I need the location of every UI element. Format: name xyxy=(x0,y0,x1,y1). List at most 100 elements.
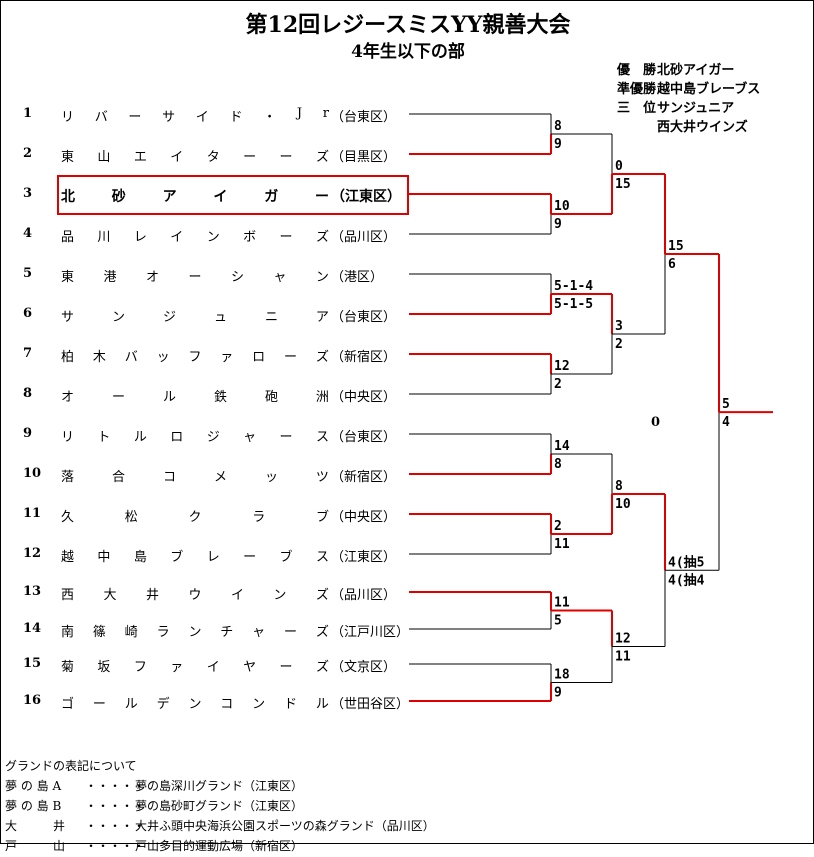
team-name: 柏木バッファローズ xyxy=(61,350,329,365)
match-score-bottom: 11 xyxy=(615,650,631,665)
tournament-bracket: 891095-1-45-1-51221482111151890153281012… xyxy=(409,113,773,702)
team-name: オール鉄砲洲 xyxy=(61,390,329,405)
team-ward: （新宿区） xyxy=(331,470,397,485)
legend-dots: ・・・・・ xyxy=(85,839,146,853)
match-score-top: 14 xyxy=(554,439,570,454)
result-value: 北砂アイガー xyxy=(657,63,735,78)
team-ward: （江東区） xyxy=(331,550,397,565)
team-ward: （品川区） xyxy=(331,230,397,245)
match-score-top: 10 xyxy=(554,199,570,214)
legend-dots: ・・・・・ xyxy=(85,779,146,793)
team-name: ゴールデンコンドル xyxy=(61,697,329,712)
team-ward: （新宿区） xyxy=(331,350,397,365)
match-score-bottom: 10 xyxy=(615,497,631,512)
team-seed-number: 2 xyxy=(23,146,33,161)
team-seed-number: 10 xyxy=(23,466,42,481)
match-score-bottom: 4(抽4 xyxy=(668,572,705,588)
team-ward: （江戸川区） xyxy=(331,625,410,640)
legend-dots: ・・・・・ xyxy=(85,819,146,833)
results-box: 優 勝北砂アイガー 準優勝越中島ブレーブス 三 位サンジュニア 西大井ウインズ xyxy=(617,59,760,135)
team-name: リトルロジャース xyxy=(61,430,329,445)
legend-key: 大 井 xyxy=(5,819,66,833)
result-label: 優 勝 xyxy=(617,63,657,78)
team-seed-number: 5 xyxy=(23,266,33,281)
team-seed-number: 7 xyxy=(23,346,33,361)
match-score-top: 8 xyxy=(615,479,623,494)
result-row-runnerup: 準優勝越中島ブレーブス xyxy=(617,78,760,97)
team-row: 13 西大井ウインズ（品川区） xyxy=(1,582,411,603)
team-row: 8 オール鉄砲洲（中央区） xyxy=(1,384,411,405)
ground-legend: グランドの表記について 夢 の 島 A・・・・・夢の島深川グランド（江東区） 夢… xyxy=(5,757,435,857)
result-row-third-2: 西大井ウインズ xyxy=(617,116,760,135)
team-name: 落合コメッツ xyxy=(61,470,329,485)
center-score-note: 0 xyxy=(651,415,661,430)
result-value: 越中島ブレーブス xyxy=(657,82,761,97)
team-ward: （港区） xyxy=(331,270,384,285)
match-score-bottom: 11 xyxy=(554,537,570,552)
team-seed-number: 13 xyxy=(23,584,42,599)
team-row: 11 久松クラブ（中央区） xyxy=(1,504,411,525)
team-row: 10 落合コメッツ（新宿区） xyxy=(1,464,411,485)
match-score-bottom: 2 xyxy=(615,337,623,352)
team-seed-number: 8 xyxy=(23,386,33,401)
result-label: 三 位 xyxy=(617,101,657,116)
result-label: 準優勝 xyxy=(617,82,657,97)
team-ward: （中央区） xyxy=(331,510,397,525)
team-ward: （中央区） xyxy=(331,390,397,405)
team-seed-number: 6 xyxy=(23,306,33,321)
team-row: 3 北砂アイガー（江東区） xyxy=(1,184,411,205)
team-ward: （文京区） xyxy=(331,660,397,675)
legend-desc: 夢の島深川グランド（江東区） xyxy=(135,779,304,793)
team-name: サンジュニア xyxy=(61,310,329,325)
team-row: 7 柏木バッファローズ（新宿区） xyxy=(1,344,411,365)
team-name: 北砂アイガー xyxy=(61,189,329,205)
team-seed-number: 16 xyxy=(23,693,42,708)
match-score-top: 11 xyxy=(554,596,570,611)
team-ward: （世田谷区） xyxy=(331,697,410,712)
team-name: 東山エイターーズ xyxy=(61,150,329,165)
legend-dots: ・・・・・ xyxy=(85,799,146,813)
match-score-bottom: 8 xyxy=(554,457,562,472)
team-name: 南篠崎ランチャーズ xyxy=(61,625,329,640)
legend-key: 夢 の 島 A xyxy=(5,779,62,793)
team-ward: （目黒区） xyxy=(331,150,397,165)
match-score-bottom: 9 xyxy=(554,137,562,152)
team-ward: （台東区） xyxy=(331,430,397,445)
team-ward: （品川区） xyxy=(331,588,397,603)
match-score-bottom: 4 xyxy=(722,415,730,430)
team-ward: （江東区） xyxy=(331,189,401,205)
team-name: 品川レインボーズ xyxy=(61,230,329,245)
team-name: 菊坂ファイヤーズ xyxy=(61,660,329,675)
team-name: 西大井ウインズ xyxy=(61,588,329,603)
result-row-champion: 優 勝北砂アイガー xyxy=(617,59,760,78)
team-seed-number: 3 xyxy=(23,186,33,201)
team-seed-number: 15 xyxy=(23,656,42,671)
match-score-bottom: 9 xyxy=(554,686,562,701)
legend-desc: 夢の島砂町グランド（江東区） xyxy=(135,799,304,813)
legend-desc: 戸山多目的運動広場（新宿区） xyxy=(135,839,304,853)
team-seed-number: 11 xyxy=(23,506,42,521)
team-seed-number: 14 xyxy=(23,621,42,636)
match-score-bottom: 6 xyxy=(668,257,676,272)
team-seed-number: 12 xyxy=(23,546,42,561)
match-score-bottom: 2 xyxy=(554,377,562,392)
team-row: 14 南篠崎ランチャーズ（江戸川区） xyxy=(1,619,411,640)
legend-row: 大 井・・・・・大井ふ頭中央海浜公園スポーツの森グランド（品川区） xyxy=(5,817,435,837)
team-ward: （台東区） xyxy=(331,110,397,125)
legend-row: 戸 山・・・・・戸山多目的運動広場（新宿区） xyxy=(5,837,435,857)
match-score-bottom: 9 xyxy=(554,217,562,232)
team-name: 久松クラブ xyxy=(61,510,329,525)
match-score-top: 2 xyxy=(554,519,562,534)
result-value: サンジュニア xyxy=(657,101,735,116)
champion-highlight-box xyxy=(57,175,409,215)
match-score-top: 18 xyxy=(554,668,570,683)
team-row: 2 東山エイターーズ（目黒区） xyxy=(1,144,411,165)
match-score-top: 15 xyxy=(668,239,684,254)
